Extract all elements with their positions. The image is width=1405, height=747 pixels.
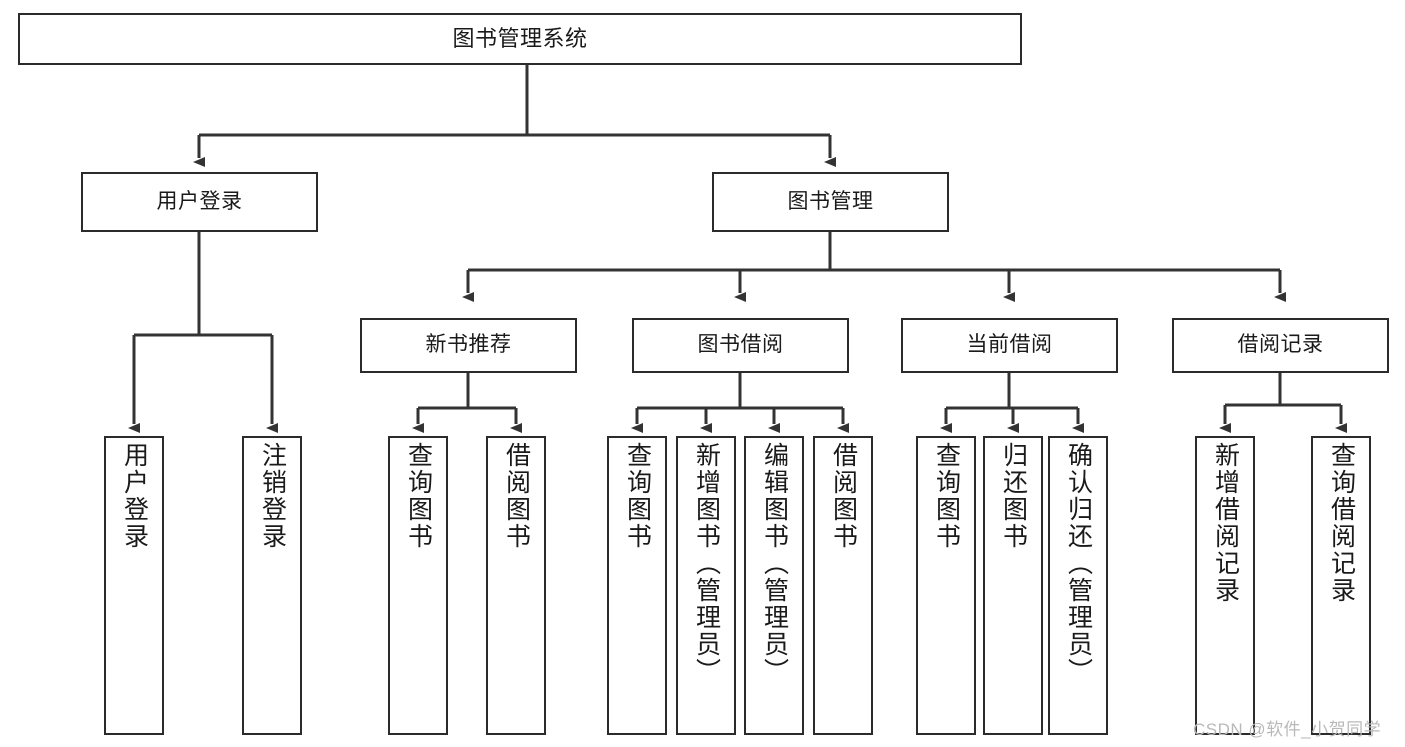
node-book-manage[interactable]: 图书管理: [712, 172, 949, 232]
node-leaf-return-book-label: 归还图书: [999, 442, 1028, 550]
node-leaf-query-book-c[interactable]: 查询图书: [916, 436, 976, 735]
node-leaf-query-record[interactable]: 查询借阅记录: [1311, 436, 1371, 735]
node-leaf-user-login[interactable]: 用户登录: [104, 436, 164, 735]
node-leaf-query-book-b-label: 查询图书: [623, 442, 652, 550]
node-root-label: 图书管理系统: [452, 26, 588, 52]
node-user-login-label: 用户登录: [156, 189, 243, 213]
node-current-borrow-label: 当前借阅: [966, 333, 1053, 357]
node-borrow-record[interactable]: 借阅记录: [1172, 318, 1389, 373]
node-leaf-add-record[interactable]: 新增借阅记录: [1195, 436, 1255, 735]
node-leaf-add-book[interactable]: 新增图书（管理员）: [676, 436, 736, 735]
node-leaf-query-book-b[interactable]: 查询图书: [607, 436, 667, 735]
node-leaf-query-record-label: 查询借阅记录: [1327, 442, 1356, 604]
node-leaf-borrow-book-b-label: 借阅图书: [829, 442, 858, 550]
node-current-borrow[interactable]: 当前借阅: [901, 318, 1118, 373]
node-new-book-rec-label: 新书推荐: [425, 333, 512, 357]
node-leaf-confirm-return[interactable]: 确认归还（管理员）: [1048, 436, 1108, 735]
node-leaf-query-book-c-label: 查询图书: [932, 442, 961, 550]
node-user-login[interactable]: 用户登录: [81, 172, 318, 232]
node-leaf-borrow-book-b[interactable]: 借阅图书: [813, 436, 873, 735]
node-book-borrow-label: 图书借阅: [697, 333, 784, 357]
node-leaf-borrow-book-a-label: 借阅图书: [502, 442, 531, 550]
watermark-text: CSDN @软件_小贺同学: [1193, 720, 1382, 739]
node-leaf-add-record-label: 新增借阅记录: [1211, 442, 1240, 604]
node-new-book-rec[interactable]: 新书推荐: [360, 318, 577, 373]
node-leaf-return-book[interactable]: 归还图书: [983, 436, 1043, 735]
node-leaf-logout[interactable]: 注销登录: [242, 436, 302, 735]
node-leaf-query-book-a-label: 查询图书: [404, 442, 433, 550]
node-leaf-borrow-book-a[interactable]: 借阅图书: [486, 436, 546, 735]
node-leaf-logout-label: 注销登录: [258, 442, 287, 550]
node-leaf-user-login-label: 用户登录: [120, 442, 149, 550]
node-borrow-record-label: 借阅记录: [1237, 333, 1324, 357]
node-root[interactable]: 图书管理系统: [18, 13, 1022, 65]
node-leaf-add-book-label: 新增图书（管理员）: [692, 442, 721, 685]
node-book-borrow[interactable]: 图书借阅: [632, 318, 849, 373]
node-leaf-edit-book-label: 编辑图书（管理员）: [760, 442, 789, 685]
node-leaf-query-book-a[interactable]: 查询图书: [388, 436, 448, 735]
node-leaf-edit-book[interactable]: 编辑图书（管理员）: [744, 436, 804, 735]
node-leaf-confirm-return-label: 确认归还（管理员）: [1064, 442, 1093, 685]
node-book-manage-label: 图书管理: [787, 189, 874, 213]
